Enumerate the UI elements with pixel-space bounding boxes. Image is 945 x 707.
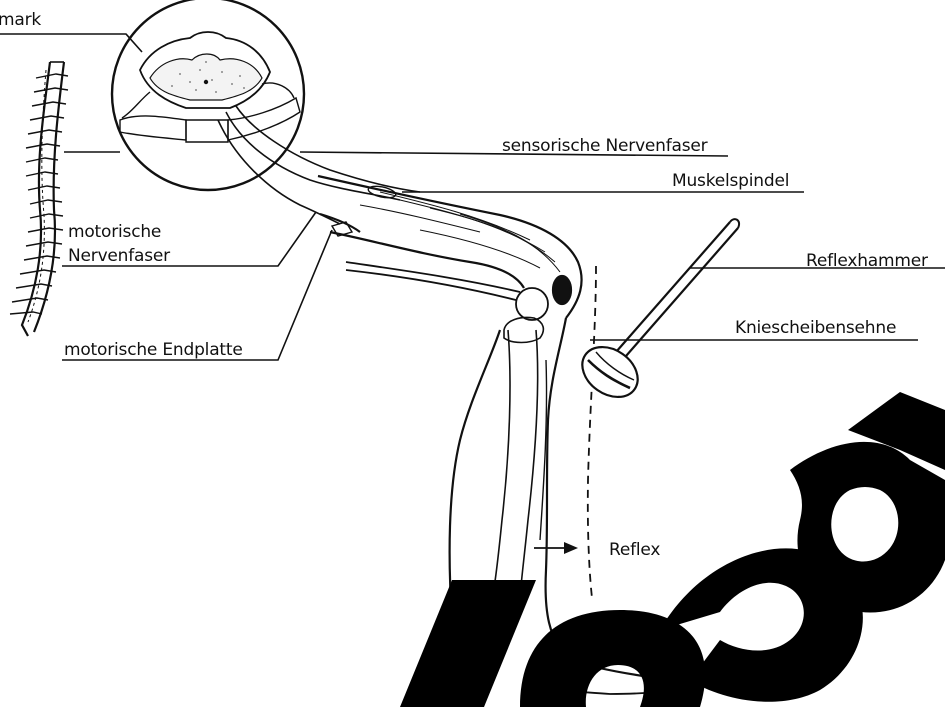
- leader-lines: [0, 34, 945, 360]
- spinal-cord-cross-section: [112, 0, 304, 190]
- nerve-fibers: [218, 106, 420, 224]
- label-reflex: Reflex: [609, 540, 660, 560]
- watermark-logo: [400, 392, 945, 707]
- label-sensorische-nervenfaser: sensorische Nervenfaser: [502, 136, 707, 156]
- reflex-arrow: [534, 542, 578, 554]
- label-motorische-nervenfaser-line1: motorische: [68, 222, 161, 242]
- label-motorische-nervenfaser-line2: Nervenfaser: [68, 246, 170, 266]
- label-motorische-endplatte: motorische Endplatte: [64, 340, 243, 360]
- reflex-hammer: [573, 219, 739, 407]
- spine-illustration: [10, 62, 68, 336]
- label-rueckenmark: mark: [0, 10, 41, 30]
- label-reflexhammer: Reflexhammer: [806, 251, 928, 271]
- reflex-path-dashed: [588, 266, 596, 598]
- label-kniescheibensehne: Kniescheibensehne: [735, 318, 896, 338]
- label-muskelspindel: Muskelspindel: [672, 171, 789, 191]
